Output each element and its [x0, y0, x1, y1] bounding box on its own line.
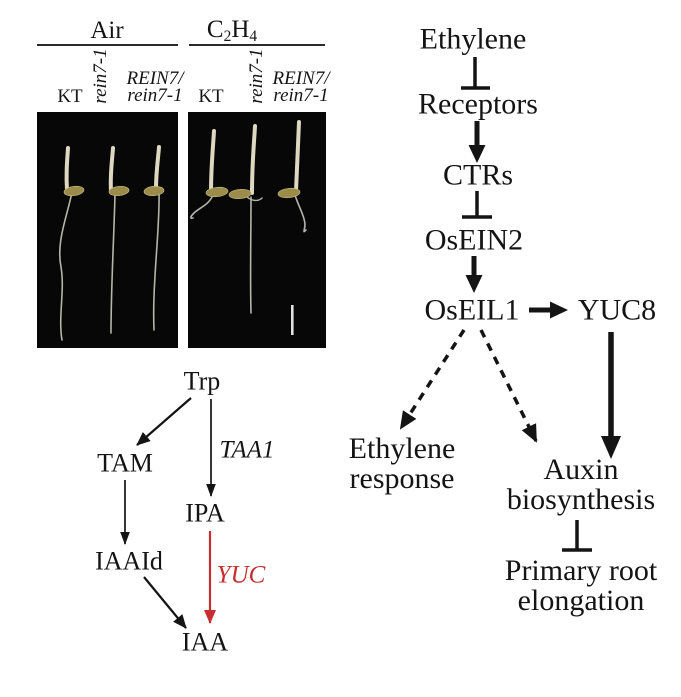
node-ethylene-response: Ethylene response: [349, 434, 456, 494]
seedling-shoot: [209, 129, 216, 194]
seedling-root: [152, 192, 160, 331]
seedling-shoot: [108, 146, 115, 193]
seedling-seed: [143, 186, 165, 196]
seedling-root: [110, 193, 116, 334]
scale-bar: [291, 305, 294, 335]
treatment-air-label: Air: [90, 17, 124, 44]
genotype-kt-air: KT: [57, 86, 83, 107]
c2h4-part-h: H: [231, 16, 250, 44]
seedling-seed: [277, 187, 301, 199]
genotype-rein7-het-c2h4-line2: rein7-1: [273, 85, 329, 106]
label-yuc: YUC: [216, 561, 266, 589]
seedling-shoot: [64, 146, 70, 192]
arrow-iaald-to-iaa: [143, 576, 187, 629]
primary-root-elongation-line1: Primary root: [504, 554, 658, 587]
seedling-seed: [228, 188, 252, 200]
seedling-c2h4-rein7-1: [228, 124, 263, 314]
photo-panel-c2h4: [188, 112, 326, 348]
seedling-seed: [205, 186, 229, 198]
ethylene-response-line2: response: [349, 462, 455, 495]
node-receptors: Receptors: [418, 87, 538, 121]
genotype-rein7-het-air-line1: REIN7/: [126, 68, 184, 89]
arrow-trp-to-tam: [136, 397, 192, 446]
node-iaald: IAAId: [95, 546, 163, 576]
node-iaa: IAA: [181, 627, 229, 657]
c2h4-part-2-subscript: 2: [223, 27, 232, 45]
node-trp: Trp: [183, 366, 221, 396]
seedling-root: [58, 191, 73, 341]
node-oseil1: OsEIL1: [424, 293, 520, 327]
photo-panel-air-background: [37, 112, 178, 348]
seedling-air-rein7-1: [108, 146, 130, 334]
seedling-root: [294, 194, 307, 233]
genotype-rein7-het-air: REIN7/ rein7-1: [126, 68, 184, 106]
genotype-rein7-het-c2h4: REIN7/ rein7-1: [272, 68, 330, 106]
node-osein2: OsEIN2: [424, 223, 524, 257]
label-taa1: TAA1: [219, 436, 275, 464]
arrow-yuc8-to-auxin-biosynthesis: [601, 332, 621, 459]
dashed-arrow-oseil1-to-auxin-biosynthesis: [479, 329, 538, 443]
node-ipa: IPA: [185, 498, 225, 528]
treatment-c2h4-label: C2H4: [207, 16, 257, 46]
auxin-biosynthesis-line1: Auxin: [543, 453, 619, 486]
c2h4-part-4-subscript: 4: [249, 27, 258, 45]
arrow-receptors-to-ctrs: [468, 121, 486, 163]
air-underline: [37, 44, 178, 46]
genotype-rein7-1-c2h4: rein7-1: [246, 48, 267, 104]
tbar-ctrs-to-osein2: [462, 191, 492, 219]
seedling-root: [189, 194, 214, 219]
genotype-rein7-het-air-line2: rein7-1: [127, 85, 183, 106]
c2h4-part-c: C: [206, 16, 224, 44]
arrow-osein2-to-oseil1: [465, 256, 483, 293]
node-yuc8: YUC8: [577, 293, 657, 327]
seedling-air-kt: [58, 146, 85, 341]
node-ethylene: Ethylene: [419, 22, 527, 56]
genotype-rein7-1-air: rein7-1: [90, 48, 111, 104]
ethylene-response-line1: Ethylene: [348, 432, 456, 465]
node-auxin-biosynthesis: Auxin biosynthesis: [507, 455, 655, 515]
seedling-shoot: [154, 145, 161, 191]
tbar-ethylene-to-receptors: [461, 57, 490, 90]
node-primary-root-elongation: Primary root elongation: [505, 556, 657, 616]
genotype-rein7-het-c2h4-line1: REIN7/: [272, 68, 330, 89]
seedling-shoot: [250, 124, 257, 195]
arrow-oseil1-to-yuc8: [529, 301, 568, 319]
seedling-seed: [63, 185, 85, 197]
seedling-c2h4-kt: [189, 129, 229, 219]
dashed-arrow-oseil1-to-ethylene-response: [399, 329, 466, 430]
auxin-biosynthesis-line2: biosynthesis: [506, 483, 656, 516]
node-ctrs: CTRs: [442, 158, 514, 192]
node-tam: TAM: [97, 448, 153, 478]
seedling-seed: [108, 185, 130, 197]
genotype-kt-c2h4: KT: [198, 86, 224, 107]
c2h4-underline: [189, 44, 325, 46]
seedling-c2h4-rein7-het: [277, 120, 307, 233]
photo-panel-air: [37, 112, 178, 348]
tbar-auxin-to-primary-root: [562, 520, 592, 552]
primary-root-elongation-line2: elongation: [517, 584, 645, 617]
seedling-shoot: [294, 120, 301, 193]
seedling-air-rein7-het: [143, 145, 165, 331]
